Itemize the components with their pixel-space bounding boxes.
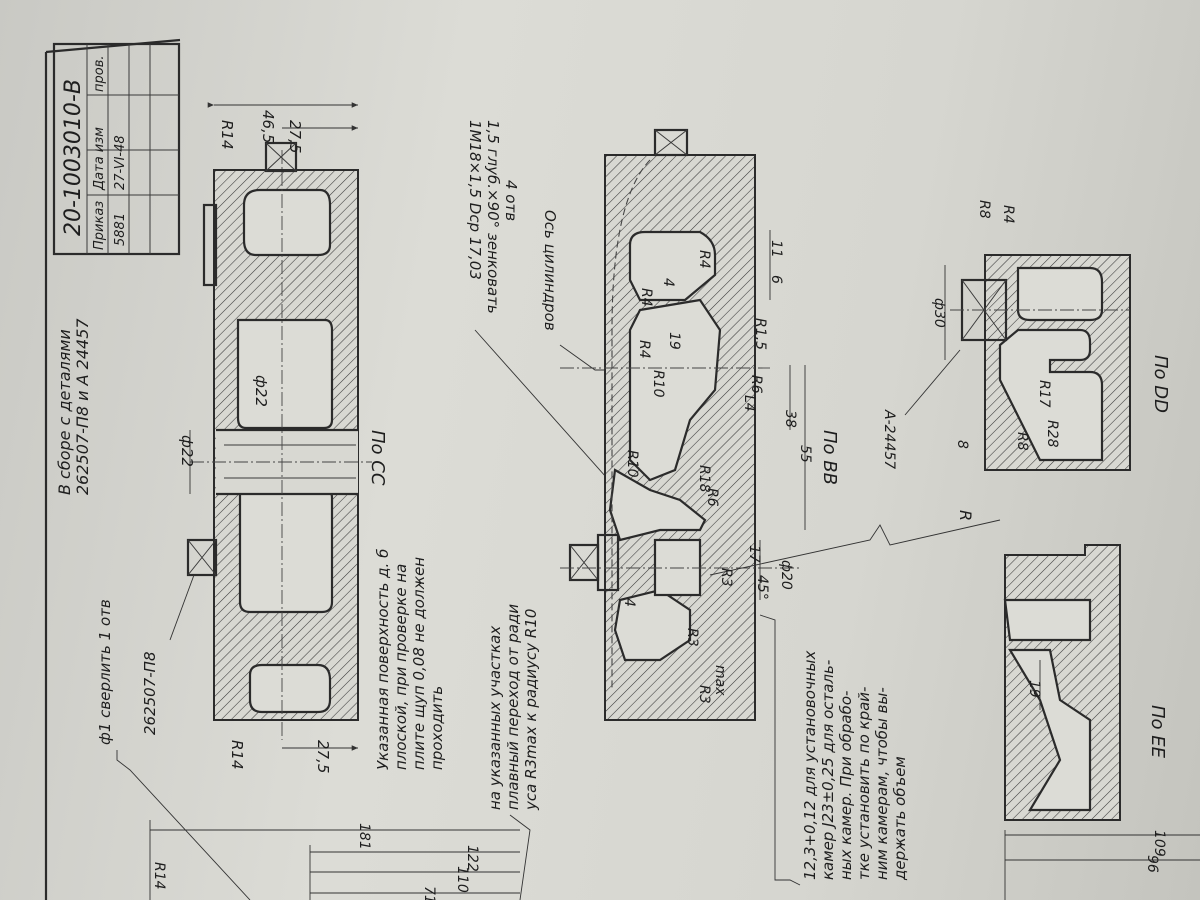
drawing-number: 20-1003010-В	[61, 79, 86, 236]
dim-dd-r4: R4	[1000, 205, 1016, 224]
seat-note-6: держать объем	[891, 756, 909, 881]
section-cc	[186, 102, 372, 751]
dim-dd-8: 8	[954, 440, 970, 449]
seat-leader	[759, 614, 801, 886]
title-col-date: Дата изм	[92, 127, 107, 191]
transition-note-3: уса R3max к радиусу R10	[522, 609, 540, 811]
dim-bb-11: 11	[768, 240, 784, 258]
dim-bb-r3-max-2: max	[712, 665, 728, 696]
drill-note: ф1 сверлить 1 отв	[96, 599, 114, 745]
seat-note-5: ним камерам, чтобы вы-	[873, 687, 891, 880]
dim-dd-r8-bottom: R8	[1014, 432, 1030, 451]
surface-note-1: Указанная поверхность д. б	[374, 549, 392, 770]
dim-bb-r6-b: R6	[704, 488, 720, 507]
assembly-note-line2: 262507-П8 и А 24457	[73, 318, 92, 495]
dim-cc-r14-top: R14	[218, 120, 236, 150]
dim-bb-r4-b: R4	[638, 288, 654, 307]
section-ee-label: По ЕЕ	[1147, 705, 1168, 759]
label-r: R	[956, 510, 975, 521]
transition-leader	[509, 814, 531, 900]
dim-bb-r1-5: R1,5	[752, 318, 768, 350]
dim-cc-27-5-bottom: 27,5	[314, 740, 332, 773]
dim-chain-122: 122	[464, 845, 480, 872]
section-dd-label: По DD	[1150, 355, 1171, 413]
seat-note-1: 12,3+0,12 для установочных	[801, 651, 819, 880]
thread-note-3: 4 отв	[502, 180, 520, 221]
seat-note-2: камер J23±0,25 для осталь-	[819, 660, 837, 880]
dim-bb-6: 6	[768, 275, 784, 284]
cylinder-axis-note: Ось цилиндров	[541, 210, 559, 331]
dim-bb-r4-c: R4	[636, 340, 652, 359]
transition-note-1: на указанных участках	[486, 626, 504, 810]
drill-leader	[116, 750, 251, 900]
dim-bb-4-bottom: 4	[621, 598, 637, 607]
title-col-check: пров.	[92, 56, 107, 93]
label-dd-part: А-24457	[881, 409, 897, 469]
section-dd	[904, 254, 1131, 471]
dim-bb-phi20: ф20	[778, 560, 794, 590]
dim-dd-r8-top: R8	[976, 200, 992, 219]
dim-cc-phi22-right: ф22	[252, 375, 270, 407]
dim-dd-phi30: ф30	[931, 298, 947, 328]
dim-chain-109: 109	[1151, 830, 1167, 857]
title-block	[52, 42, 181, 256]
dim-bb-r18: R18	[696, 465, 712, 493]
dim-bb-r10-a: R10	[650, 370, 666, 398]
section-bb	[560, 128, 1001, 721]
bottom-dim-chain	[149, 820, 1200, 900]
dim-bb-r3-max-1: R3	[696, 685, 712, 704]
title-col-order: Приказ	[92, 201, 107, 250]
surface-note-3: плите щуп 0,08 не должен	[410, 557, 428, 770]
dim-bb-r4-a: R4	[696, 250, 712, 269]
section-bb-label: По ВВ	[819, 430, 840, 485]
dim-bb-45deg: 45°	[754, 575, 770, 600]
title-date-value: 27-VI-48	[113, 135, 128, 190]
dim-chain-r14: R14	[151, 862, 167, 890]
dim-bb-r6-a: R6	[748, 375, 764, 394]
dim-chain-96: 96	[1144, 855, 1160, 873]
dim-ee-19: 19	[1026, 680, 1042, 698]
dim-bb-4: 4	[660, 278, 676, 287]
label-cc-part: 262507-П8	[141, 652, 159, 736]
dim-bb-r10-b: R10	[624, 450, 640, 478]
dim-chain-110: 110	[454, 866, 470, 893]
transition-note-2: плавный переход от ради	[504, 604, 522, 810]
assembly-note-line1: В сборе с деталями	[55, 329, 74, 495]
dim-bb-r3-a: R3	[718, 568, 734, 587]
dim-chain-181: 181	[356, 823, 372, 850]
dim-bb-19: 19	[666, 332, 682, 350]
dim-cc-27-5-top: 27,5	[286, 120, 304, 153]
title-order-value: 5881	[113, 213, 128, 246]
seat-note-3: ных камер. При обрабо-	[837, 691, 855, 880]
seat-note-4: тке установить по край-	[855, 687, 873, 880]
dim-dd-r28: R28	[1044, 420, 1060, 448]
dim-bb-38: 38	[782, 410, 798, 428]
section-cc-label: По СС	[367, 430, 388, 486]
thread-note-1: 1М18×1,5 Dср 17,03	[466, 120, 484, 280]
dim-bb-17: 17	[746, 545, 762, 563]
thread-note-2: 1,5 глуб.×90° зенковать	[484, 120, 502, 314]
dim-cc-r14-bottom: R14	[228, 740, 246, 770]
surface-note-4: проходить	[428, 686, 446, 770]
dim-bb-l4: L4	[741, 395, 757, 412]
dim-bb-55: 55	[797, 445, 813, 463]
dim-cc-46-5: 46,5	[259, 110, 277, 143]
sheet-border-top	[45, 38, 181, 54]
dim-dd-r17: R17	[1036, 380, 1052, 408]
dim-bb-r3-b: R3	[684, 628, 700, 647]
dim-chain-71: 71	[421, 886, 437, 900]
dim-cc-phi22-left: ф22	[178, 435, 196, 467]
leader-cc-part	[169, 574, 195, 641]
section-ee	[1003, 544, 1121, 821]
surface-note-2: плоской, при проверке на	[392, 564, 410, 770]
